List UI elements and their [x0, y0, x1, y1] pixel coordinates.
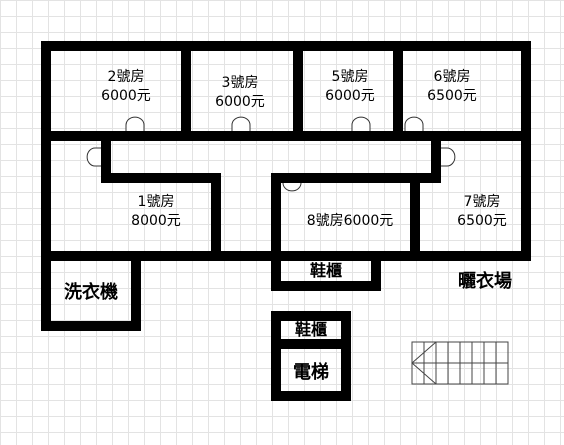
room-2-name: 2號房	[107, 69, 145, 85]
shoe-cabinet-2-label: 鞋櫃	[294, 320, 327, 339]
room-2-label: 2號房 6000元	[96, 68, 156, 106]
door-swing-icon	[231, 116, 251, 131]
room-8-text: 8號房6000元	[306, 213, 394, 229]
room-3-price: 6000元	[215, 94, 265, 110]
room-5-name: 5號房	[331, 69, 369, 85]
door-swing-icon	[86, 147, 101, 167]
wall-corridor-right	[271, 131, 441, 261]
room-3-label: 3號房 6000元	[210, 74, 270, 112]
staircase-icon	[411, 341, 509, 385]
room-3-name: 3號房	[221, 75, 259, 91]
elevator-label: 電梯	[293, 362, 329, 383]
door-swing-icon	[282, 182, 302, 192]
room-5-price: 6000元	[325, 88, 375, 104]
room-6-price: 6500元	[427, 88, 477, 104]
room-1-price: 8000元	[131, 213, 181, 229]
room-5-label: 5號房 6000元	[320, 68, 380, 106]
room-1-name: 1號房	[137, 194, 175, 210]
drying-area-label: 曬衣場	[458, 271, 512, 292]
room-6-name: 6號房	[433, 69, 471, 85]
elevator-wall	[271, 339, 351, 401]
laundry-room-wall	[41, 251, 141, 331]
room-1-label: 1號房 8000元	[126, 193, 186, 231]
room-7-price: 6500元	[457, 213, 507, 229]
doors	[86, 116, 456, 192]
shoe-cabinet-1-wall	[271, 251, 381, 291]
door-swing-icon	[441, 147, 456, 167]
door-swing-icon	[351, 116, 371, 131]
shoe-cabinet-1-label: 鞋櫃	[309, 261, 342, 280]
door-swing-icon	[125, 116, 145, 131]
room-6-label: 6號房 6500元	[422, 68, 482, 106]
washing-machine-label: 洗衣機	[64, 282, 118, 303]
walls	[41, 41, 531, 401]
wall-corridor-left	[101, 131, 221, 261]
door-swing-icon	[404, 116, 424, 131]
room-7-name: 7號房	[463, 194, 501, 210]
room-8-label: 8號房6000元	[290, 212, 410, 231]
room-2-price: 6000元	[101, 88, 151, 104]
room-7-label: 7號房 6500元	[452, 193, 512, 231]
